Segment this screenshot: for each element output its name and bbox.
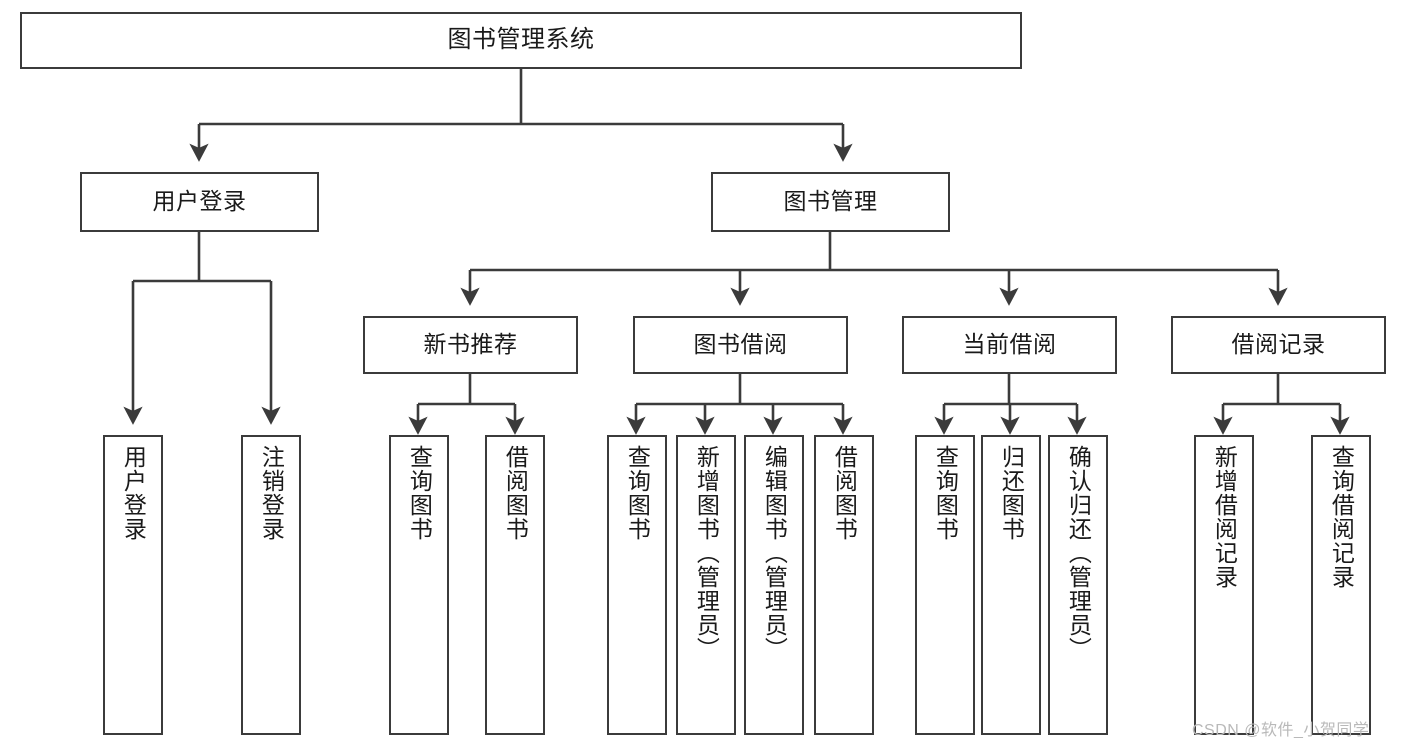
node-label: 查询借阅记录 [1328,445,1355,589]
node-current-borrow[interactable]: 当前借阅 [902,316,1117,374]
node-label: 图书管理 [783,188,878,215]
node-label: 图书借阅 [693,331,788,358]
csdn-watermark: CSDN @软件_小贺同学 [1192,722,1370,739]
node-label: 借阅图书 [831,445,858,541]
leaf-borrow-borrow-book[interactable]: 借阅图书 [814,435,874,735]
leaf-user-login-signout[interactable]: 注销登录 [241,435,301,735]
leaf-record-query[interactable]: 查询借阅记录 [1311,435,1371,735]
node-label: 编辑图书（管理员） [761,445,788,661]
node-book-borrow[interactable]: 图书借阅 [633,316,848,374]
leaf-new-book-query[interactable]: 查询图书 [389,435,449,735]
leaf-borrow-edit-book[interactable]: 编辑图书（管理员） [744,435,804,735]
node-label: 确认归还（管理员） [1065,445,1092,661]
node-borrow-record[interactable]: 借阅记录 [1171,316,1386,374]
node-user-login[interactable]: 用户登录 [80,172,319,232]
node-label: 新书推荐 [423,331,518,358]
node-label: 借阅图书 [502,445,529,541]
leaf-current-query-book[interactable]: 查询图书 [915,435,975,735]
node-label: 查询图书 [624,445,651,541]
leaf-record-add[interactable]: 新增借阅记录 [1194,435,1254,735]
leaf-user-login-signin[interactable]: 用户登录 [103,435,163,735]
node-label: 图书管理系统 [447,26,595,54]
leaf-current-return-book[interactable]: 归还图书 [981,435,1041,735]
node-book-management[interactable]: 图书管理 [711,172,950,232]
node-label: 借阅记录 [1231,331,1326,358]
node-new-book-recommend[interactable]: 新书推荐 [363,316,578,374]
leaf-current-confirm-return[interactable]: 确认归还（管理员） [1048,435,1108,735]
leaf-borrow-query-book[interactable]: 查询图书 [607,435,667,735]
leaf-new-book-borrow[interactable]: 借阅图书 [485,435,545,735]
node-label: 用户登录 [152,188,247,215]
node-root-system[interactable]: 图书管理系统 [20,12,1022,69]
node-label: 新增图书（管理员） [693,445,720,661]
node-label: 查询图书 [406,445,433,541]
node-label: 归还图书 [998,445,1025,541]
node-label: 查询图书 [932,445,959,541]
leaf-borrow-add-book[interactable]: 新增图书（管理员） [676,435,736,735]
node-label: 新增借阅记录 [1211,445,1238,589]
node-label: 注销登录 [258,445,285,541]
node-label: 用户登录 [120,445,147,541]
node-label: 当前借阅 [962,331,1057,358]
